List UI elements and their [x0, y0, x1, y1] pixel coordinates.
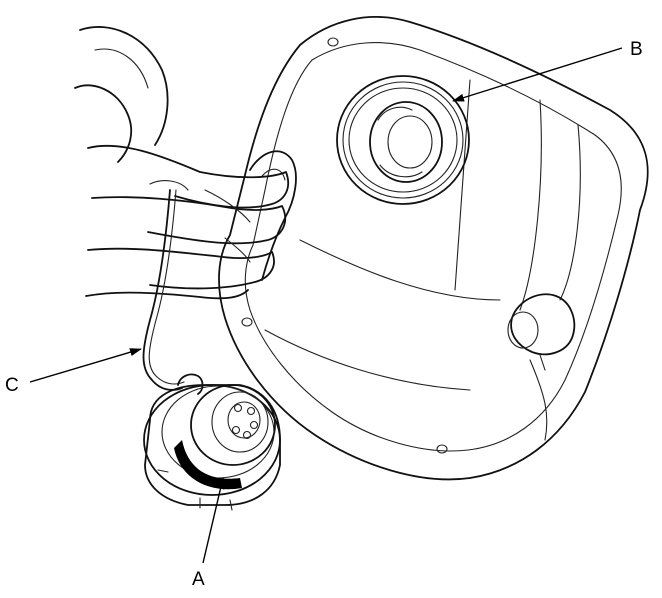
leader-c	[29, 348, 142, 383]
callout-b: B	[630, 39, 643, 60]
fuel-filler-neck	[336, 75, 470, 205]
lid-bumper	[507, 293, 576, 371]
leader-a	[202, 477, 225, 564]
hand	[74, 26, 290, 300]
callout-a: A	[192, 569, 205, 590]
fuel-cap	[143, 373, 281, 511]
callout-c: C	[5, 375, 19, 396]
tether-cable	[142, 180, 189, 391]
fuel-lid-recess	[218, 16, 649, 481]
leader-b	[452, 47, 623, 102]
lid-hinge	[249, 150, 297, 281]
